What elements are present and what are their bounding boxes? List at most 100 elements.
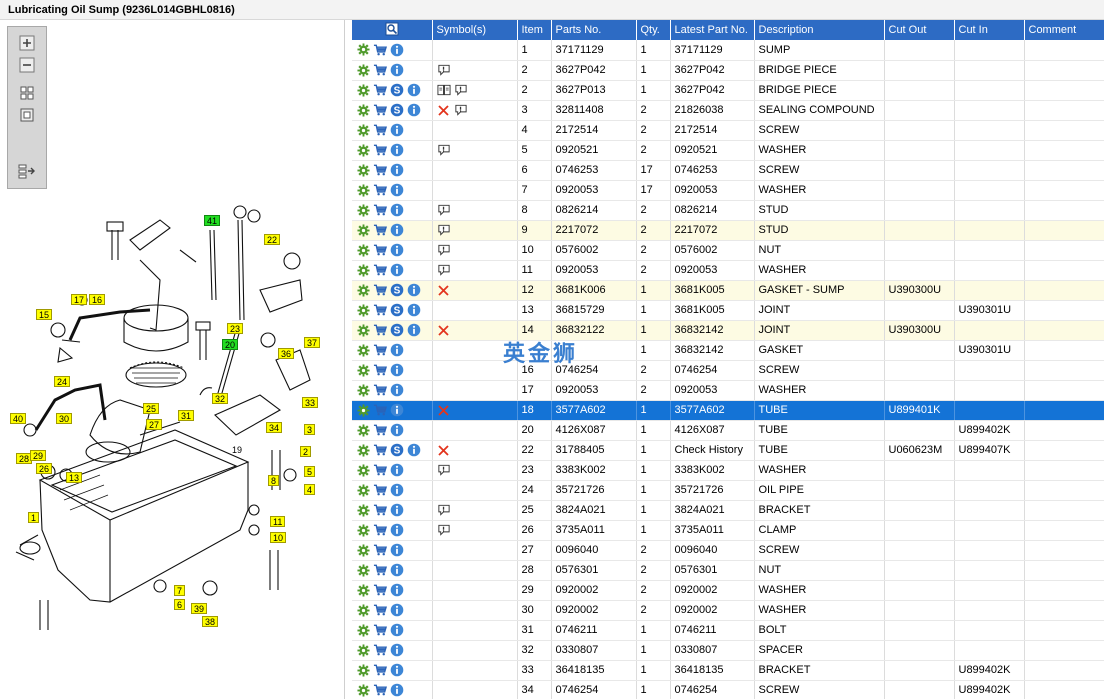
cart-icon[interactable]: [373, 243, 387, 257]
note-icon[interactable]: [437, 263, 451, 277]
info-icon[interactable]: [407, 443, 421, 457]
fit-box-icon[interactable]: [17, 105, 37, 125]
gear-icon[interactable]: [356, 423, 370, 437]
info-icon[interactable]: [390, 143, 404, 157]
cart-icon[interactable]: [373, 183, 387, 197]
info-icon[interactable]: [390, 683, 404, 697]
gear-icon[interactable]: [356, 523, 370, 537]
callout-26[interactable]: 26: [36, 463, 53, 474]
column-header-item[interactable]: Item: [517, 20, 552, 40]
callout-29[interactable]: 29: [30, 450, 47, 461]
info-icon[interactable]: [390, 203, 404, 217]
gear-icon[interactable]: [356, 563, 370, 577]
cart-icon[interactable]: [373, 643, 387, 657]
info-icon[interactable]: [407, 103, 421, 117]
search-icon[interactable]: [385, 22, 399, 36]
gear-icon[interactable]: [356, 463, 370, 477]
callout-5[interactable]: 5: [304, 466, 316, 477]
gear-icon[interactable]: [356, 223, 370, 237]
callout-38[interactable]: 38: [202, 616, 219, 627]
cart-icon[interactable]: [373, 663, 387, 677]
gear-icon[interactable]: [356, 543, 370, 557]
column-header-qty[interactable]: Qty.: [636, 20, 671, 40]
callout-33[interactable]: 33: [302, 397, 319, 408]
cart-icon[interactable]: [373, 303, 387, 317]
note-icon[interactable]: [437, 523, 451, 537]
gear-icon[interactable]: [356, 363, 370, 377]
callout-30[interactable]: 30: [56, 413, 73, 424]
gear-icon[interactable]: [356, 683, 370, 697]
cart-icon[interactable]: [373, 443, 387, 457]
cart-icon[interactable]: [373, 123, 387, 137]
book-icon[interactable]: [436, 83, 451, 97]
callout-37[interactable]: 37: [304, 337, 321, 348]
cart-icon[interactable]: [373, 323, 387, 337]
discontinued-icon[interactable]: [437, 403, 451, 417]
cart-icon[interactable]: [373, 583, 387, 597]
supersession-icon[interactable]: S: [390, 103, 404, 117]
callout-16[interactable]: 16: [89, 294, 106, 305]
info-icon[interactable]: [390, 403, 404, 417]
gear-icon[interactable]: [356, 583, 370, 597]
gear-icon[interactable]: [356, 343, 370, 357]
note-icon[interactable]: [454, 83, 468, 97]
supersession-icon[interactable]: S: [390, 443, 404, 457]
info-icon[interactable]: [407, 283, 421, 297]
cart-icon[interactable]: [373, 43, 387, 57]
note-icon[interactable]: [437, 463, 451, 477]
cart-icon[interactable]: [373, 483, 387, 497]
gear-icon[interactable]: [356, 323, 370, 337]
info-icon[interactable]: [390, 543, 404, 557]
cart-icon[interactable]: [373, 463, 387, 477]
callout-8[interactable]: 8: [268, 475, 280, 486]
callout-3[interactable]: 3: [304, 424, 316, 435]
cart-icon[interactable]: [373, 603, 387, 617]
gear-icon[interactable]: [356, 443, 370, 457]
gear-icon[interactable]: [356, 143, 370, 157]
callout-10[interactable]: 10: [270, 532, 287, 543]
info-icon[interactable]: [390, 223, 404, 237]
callout-36[interactable]: 36: [278, 348, 295, 359]
note-icon[interactable]: [454, 103, 468, 117]
cart-icon[interactable]: [373, 403, 387, 417]
info-icon[interactable]: [390, 523, 404, 537]
callout-27[interactable]: 27: [146, 419, 163, 430]
gear-icon[interactable]: [356, 603, 370, 617]
info-icon[interactable]: [390, 463, 404, 477]
discontinued-icon[interactable]: [437, 323, 451, 337]
cart-icon[interactable]: [373, 283, 387, 297]
gear-icon[interactable]: [356, 63, 370, 77]
info-icon[interactable]: [390, 243, 404, 257]
info-icon[interactable]: [390, 43, 404, 57]
gear-icon[interactable]: [356, 503, 370, 517]
zoom-out-icon[interactable]: [17, 55, 37, 75]
cart-icon[interactable]: [373, 203, 387, 217]
note-icon[interactable]: [437, 63, 451, 77]
callout-17[interactable]: 17: [71, 294, 88, 305]
note-icon[interactable]: [437, 503, 451, 517]
info-icon[interactable]: [390, 183, 404, 197]
column-header-parts-no[interactable]: Parts No.: [551, 20, 637, 40]
column-header-description[interactable]: Description: [754, 20, 885, 40]
info-icon[interactable]: [390, 383, 404, 397]
zoom-in-icon[interactable]: [17, 33, 37, 53]
callout-15[interactable]: 15: [36, 309, 53, 320]
cart-icon[interactable]: [373, 363, 387, 377]
callout-34[interactable]: 34: [266, 422, 283, 433]
